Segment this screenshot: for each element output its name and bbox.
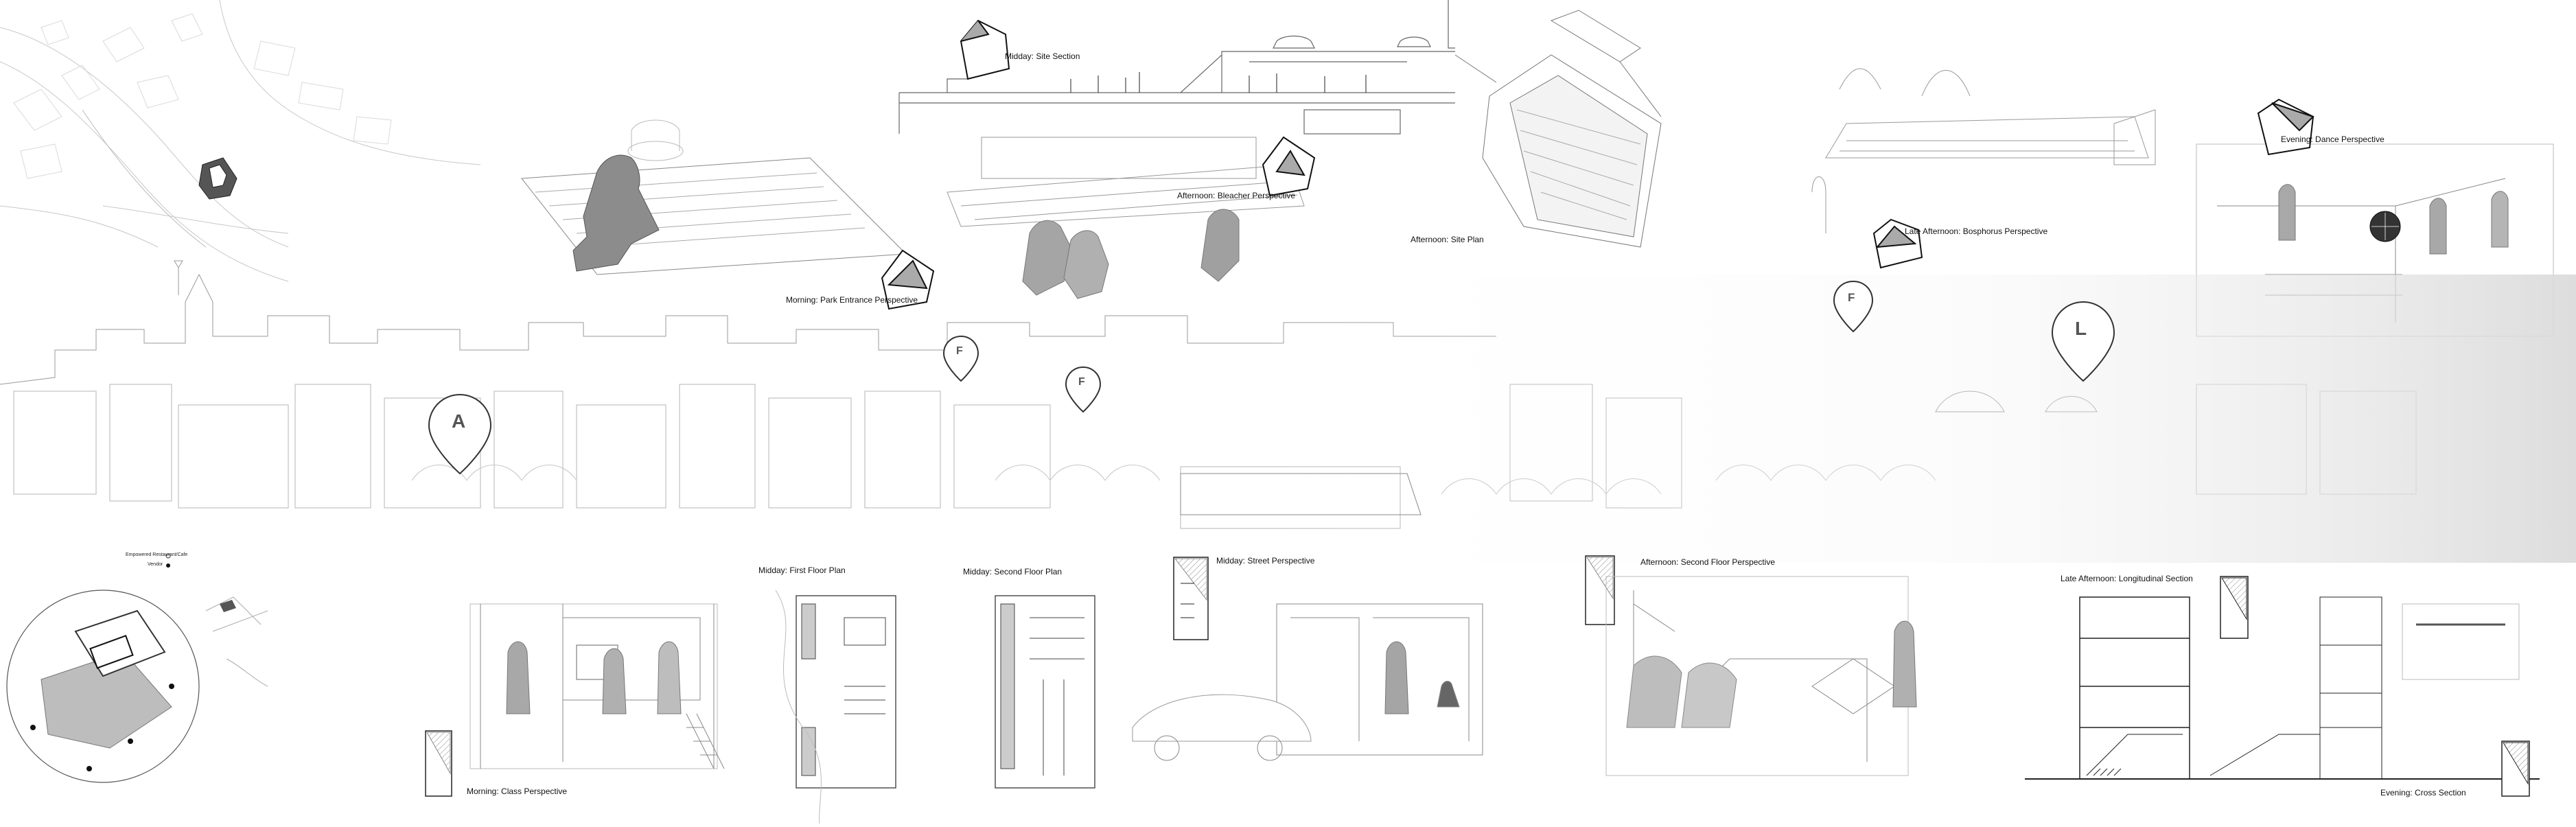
caption-morning-class: Morning: Class Perspective	[467, 787, 568, 796]
pin-label-f2: F	[1078, 376, 1085, 388]
legend-restaurant-cafe: Empowered Restaurant/Cafe	[126, 552, 188, 557]
caption-midday-site-section: Midday: Site Section	[1005, 51, 1080, 61]
caption-late-afternoon-bosphorus: Late Afternoon: Bosphorus Perspective	[1905, 226, 2048, 236]
caption-afternoon-bleacher: Afternoon: Bleacher Perspective	[1177, 191, 1296, 200]
caption-morning-park: Morning: Park Entrance Perspective	[786, 295, 918, 305]
street-perspective	[1132, 473, 1483, 761]
pin-label-f3: F	[1848, 291, 1855, 304]
caption-midday-street: Midday: Street Perspective	[1216, 556, 1315, 566]
caption-afternoon-site-plan: Afternoon: Site Plan	[1411, 235, 1484, 244]
longitudinal-section	[2025, 576, 2540, 797]
legend-marks	[165, 553, 171, 568]
caption-midday-second-floor: Midday: Second Floor Plan	[963, 567, 1063, 576]
site-plan-drawing	[1454, 10, 1662, 248]
caption-late-afternoon-longitudinal: Late Afternoon: Longitudinal Section	[2061, 574, 2193, 583]
context-map-circle	[6, 590, 268, 783]
pin-label-a: A	[452, 410, 466, 432]
first-floor-plan	[775, 590, 896, 827]
park-entrance-perspective	[521, 119, 907, 275]
pin-label-l: L	[2075, 318, 2087, 339]
site-map-topleft	[0, 0, 481, 282]
caption-midday-first-floor: Midday: First Floor Plan	[758, 566, 846, 575]
dance-perspective	[2196, 143, 2554, 337]
location-pins	[428, 280, 2115, 475]
second-floor-perspective	[1585, 555, 1917, 776]
site-marker-map	[198, 157, 237, 200]
view-icons	[881, 19, 2314, 310]
caption-evening-cross: Evening: Cross Section	[2380, 788, 2466, 797]
class-perspective	[425, 603, 725, 797]
bleacher-perspective	[947, 137, 1305, 299]
legend-vendor: Vendor	[148, 562, 163, 567]
caption-afternoon-second-floor: Afternoon: Second Floor Perspective	[1640, 557, 1776, 567]
pin-label-f1: F	[956, 345, 963, 357]
site-section-drawing	[898, 0, 1455, 135]
fog-overlay	[1235, 275, 2576, 563]
caption-evening-dance: Evening: Dance Perspective	[2281, 135, 2384, 144]
second-floor-plan	[995, 595, 1095, 789]
bosphorus-perspective	[1811, 68, 2156, 233]
